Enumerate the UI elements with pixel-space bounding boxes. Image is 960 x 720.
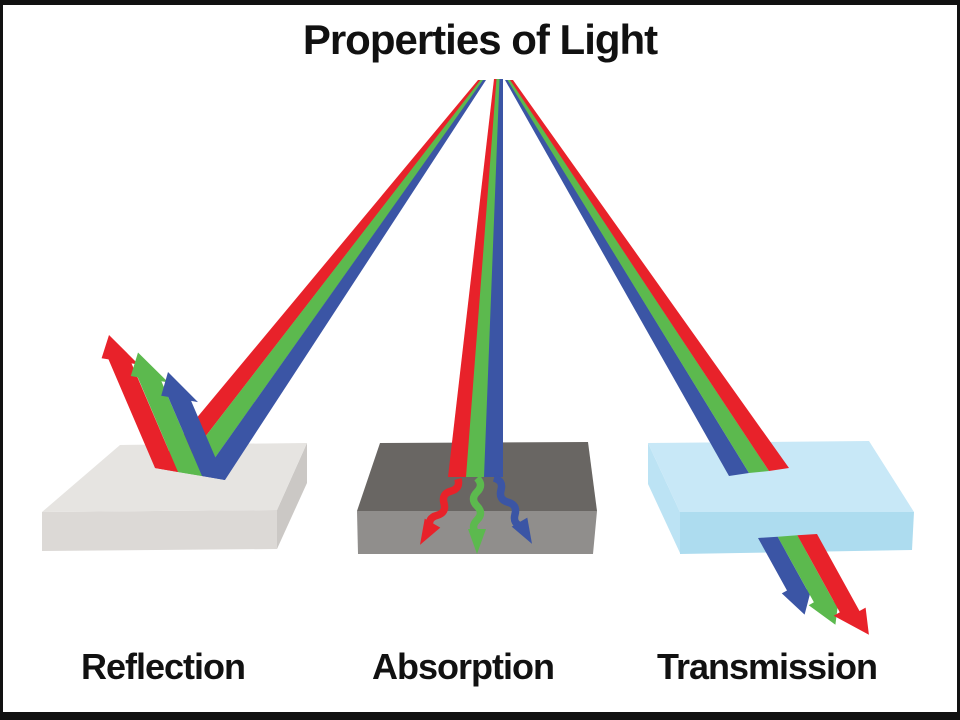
- transmission-incident-beam: [505, 80, 789, 476]
- transmitted-arrow-red: [797, 534, 869, 635]
- transmission-slab-front-face: [680, 512, 914, 554]
- reflection-slab-front-face: [42, 510, 277, 551]
- reflection-label: Reflection: [80, 646, 246, 687]
- absorbed-squiggle-green-arrowhead: [468, 529, 486, 554]
- absorbed-squiggle-red: [420, 478, 463, 545]
- absorbed-squiggle-blue: [492, 474, 532, 544]
- reflected-arrow-green: [130, 352, 202, 476]
- transmission-slab-top-face: [648, 441, 914, 512]
- absorbed-squiggle-green-wave: [469, 475, 485, 537]
- absorption-ray-blue: [484, 79, 503, 477]
- transmission-entry-ray-green: [507, 80, 769, 473]
- absorbed-squiggle-blue-wave: [492, 474, 524, 531]
- diagram-title: Properties of Light: [302, 16, 658, 63]
- incident-ray-red: [155, 80, 481, 472]
- absorption-incident-beam: [448, 79, 503, 477]
- transmission-entry-ray-blue: [505, 80, 749, 476]
- absorbed-squiggle-red-wave: [425, 478, 463, 529]
- absorbed-squiggle-green: [468, 475, 486, 554]
- reflected-arrow-red: [101, 335, 178, 472]
- transmission-slab-side-face: [648, 443, 680, 553]
- absorbed-squiggle-blue-arrowhead: [511, 517, 532, 544]
- transmitted-arrows: [758, 534, 869, 635]
- reflection-incident-beam: [155, 80, 486, 480]
- transmission-entry-ray-red: [510, 80, 789, 471]
- reflection-slab-top-face: [42, 443, 307, 512]
- incident-ray-blue: [202, 80, 486, 480]
- reflection-slab-side-face: [277, 443, 307, 549]
- incident-ray-green: [178, 80, 484, 476]
- transmission-label: Transmission: [656, 646, 878, 687]
- absorbed-squiggle-red-arrowhead: [420, 518, 441, 545]
- absorption-ray-red: [448, 79, 497, 477]
- reflected-arrows: [101, 335, 225, 480]
- reflected-arrow-blue: [161, 372, 225, 480]
- transmission-slab: [648, 441, 914, 554]
- absorption-label: Absorption: [372, 646, 555, 687]
- reflection-slab: [42, 443, 307, 551]
- transmitted-arrow-green: [777, 535, 839, 625]
- transmitted-arrow-blue: [758, 536, 812, 615]
- absorption-ray-green: [466, 79, 500, 477]
